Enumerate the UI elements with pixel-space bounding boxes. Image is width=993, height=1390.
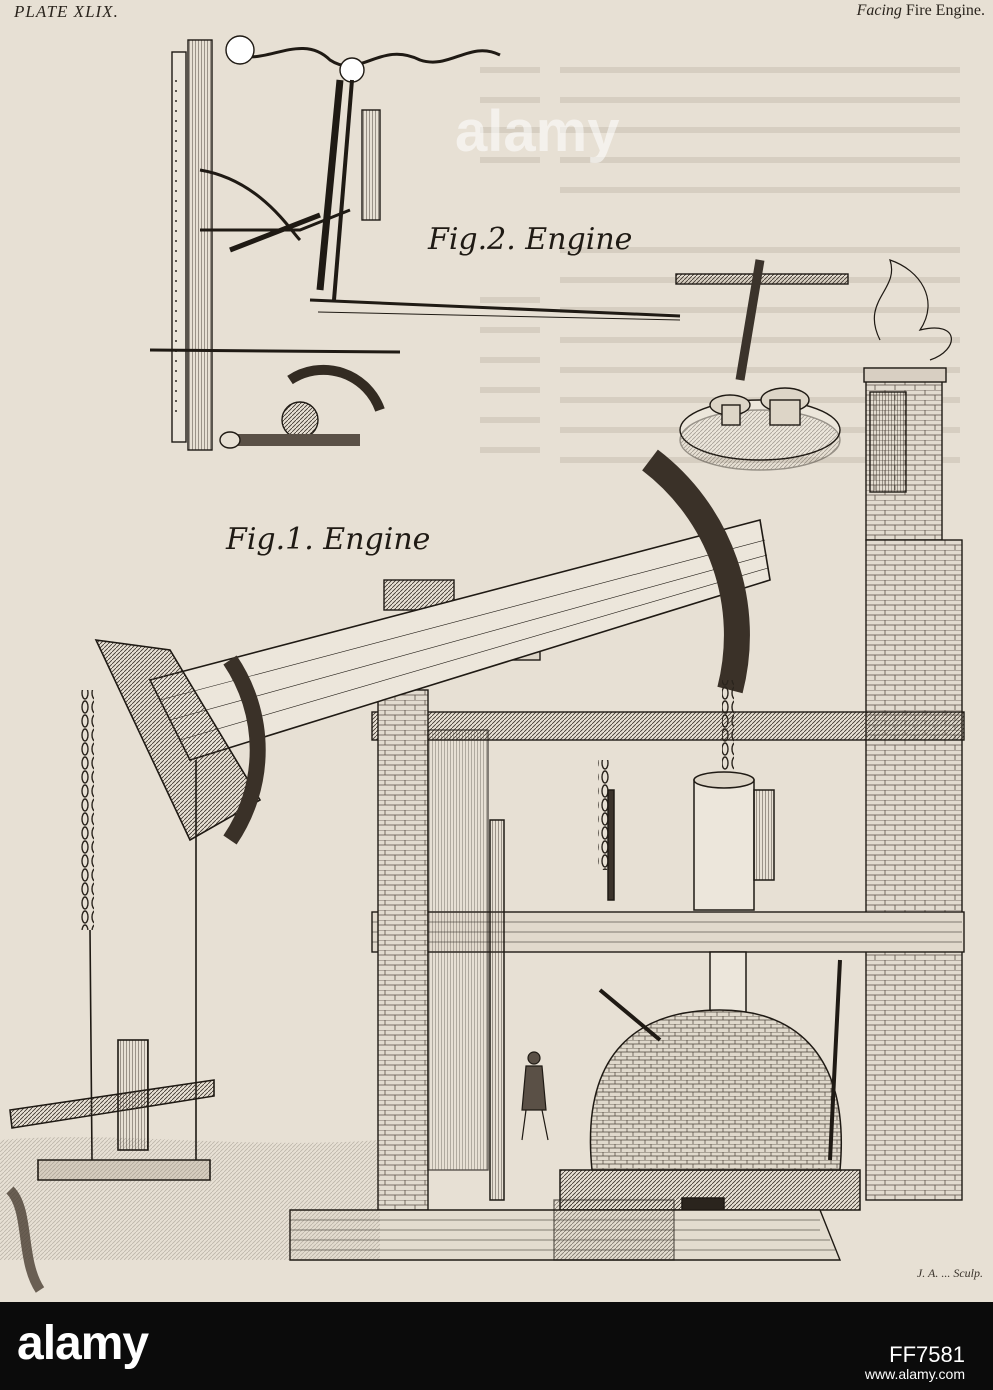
worker-figure — [521, 1051, 549, 1141]
stock-site-url: www.alamy.com — [864, 1366, 965, 1382]
beam — [94, 449, 771, 845]
chimney — [863, 259, 963, 1201]
fig2-detail — [149, 35, 681, 451]
ground — [0, 1137, 380, 1260]
plate-number: PLATE XLIX. — [14, 2, 119, 21]
engraver-credit: J. A. ... Sculp. — [916, 1266, 983, 1280]
engraving-illustration — [0, 35, 965, 1293]
stock-footer-bar — [0, 1302, 993, 1390]
facing-label: Facing Fire Engine. — [857, 2, 985, 20]
stock-image-id: FF7581 — [889, 1342, 965, 1367]
foundation — [289, 1199, 842, 1261]
alamy-logo: alamy — [17, 1317, 149, 1370]
engraving-plate: PLATE XLIX. Facing Fire Engine. Fig.2. E… — [0, 0, 993, 1302]
fig2-valve-plate — [675, 259, 849, 471]
pump-chain-left — [80, 690, 94, 930]
piston-chain — [722, 680, 734, 770]
facing-title: Fire Engine. — [901, 2, 985, 19]
fig1-caption: Fig.1. Engine — [226, 522, 431, 557]
engine-house-frame — [371, 579, 965, 1211]
pump-chain-mid — [598, 760, 610, 870]
fig2-caption: Fig.2. Engine — [428, 222, 633, 257]
watermark: alamy — [455, 99, 620, 164]
cylinder — [489, 771, 775, 1201]
facing-italic: Facing — [856, 2, 902, 19]
